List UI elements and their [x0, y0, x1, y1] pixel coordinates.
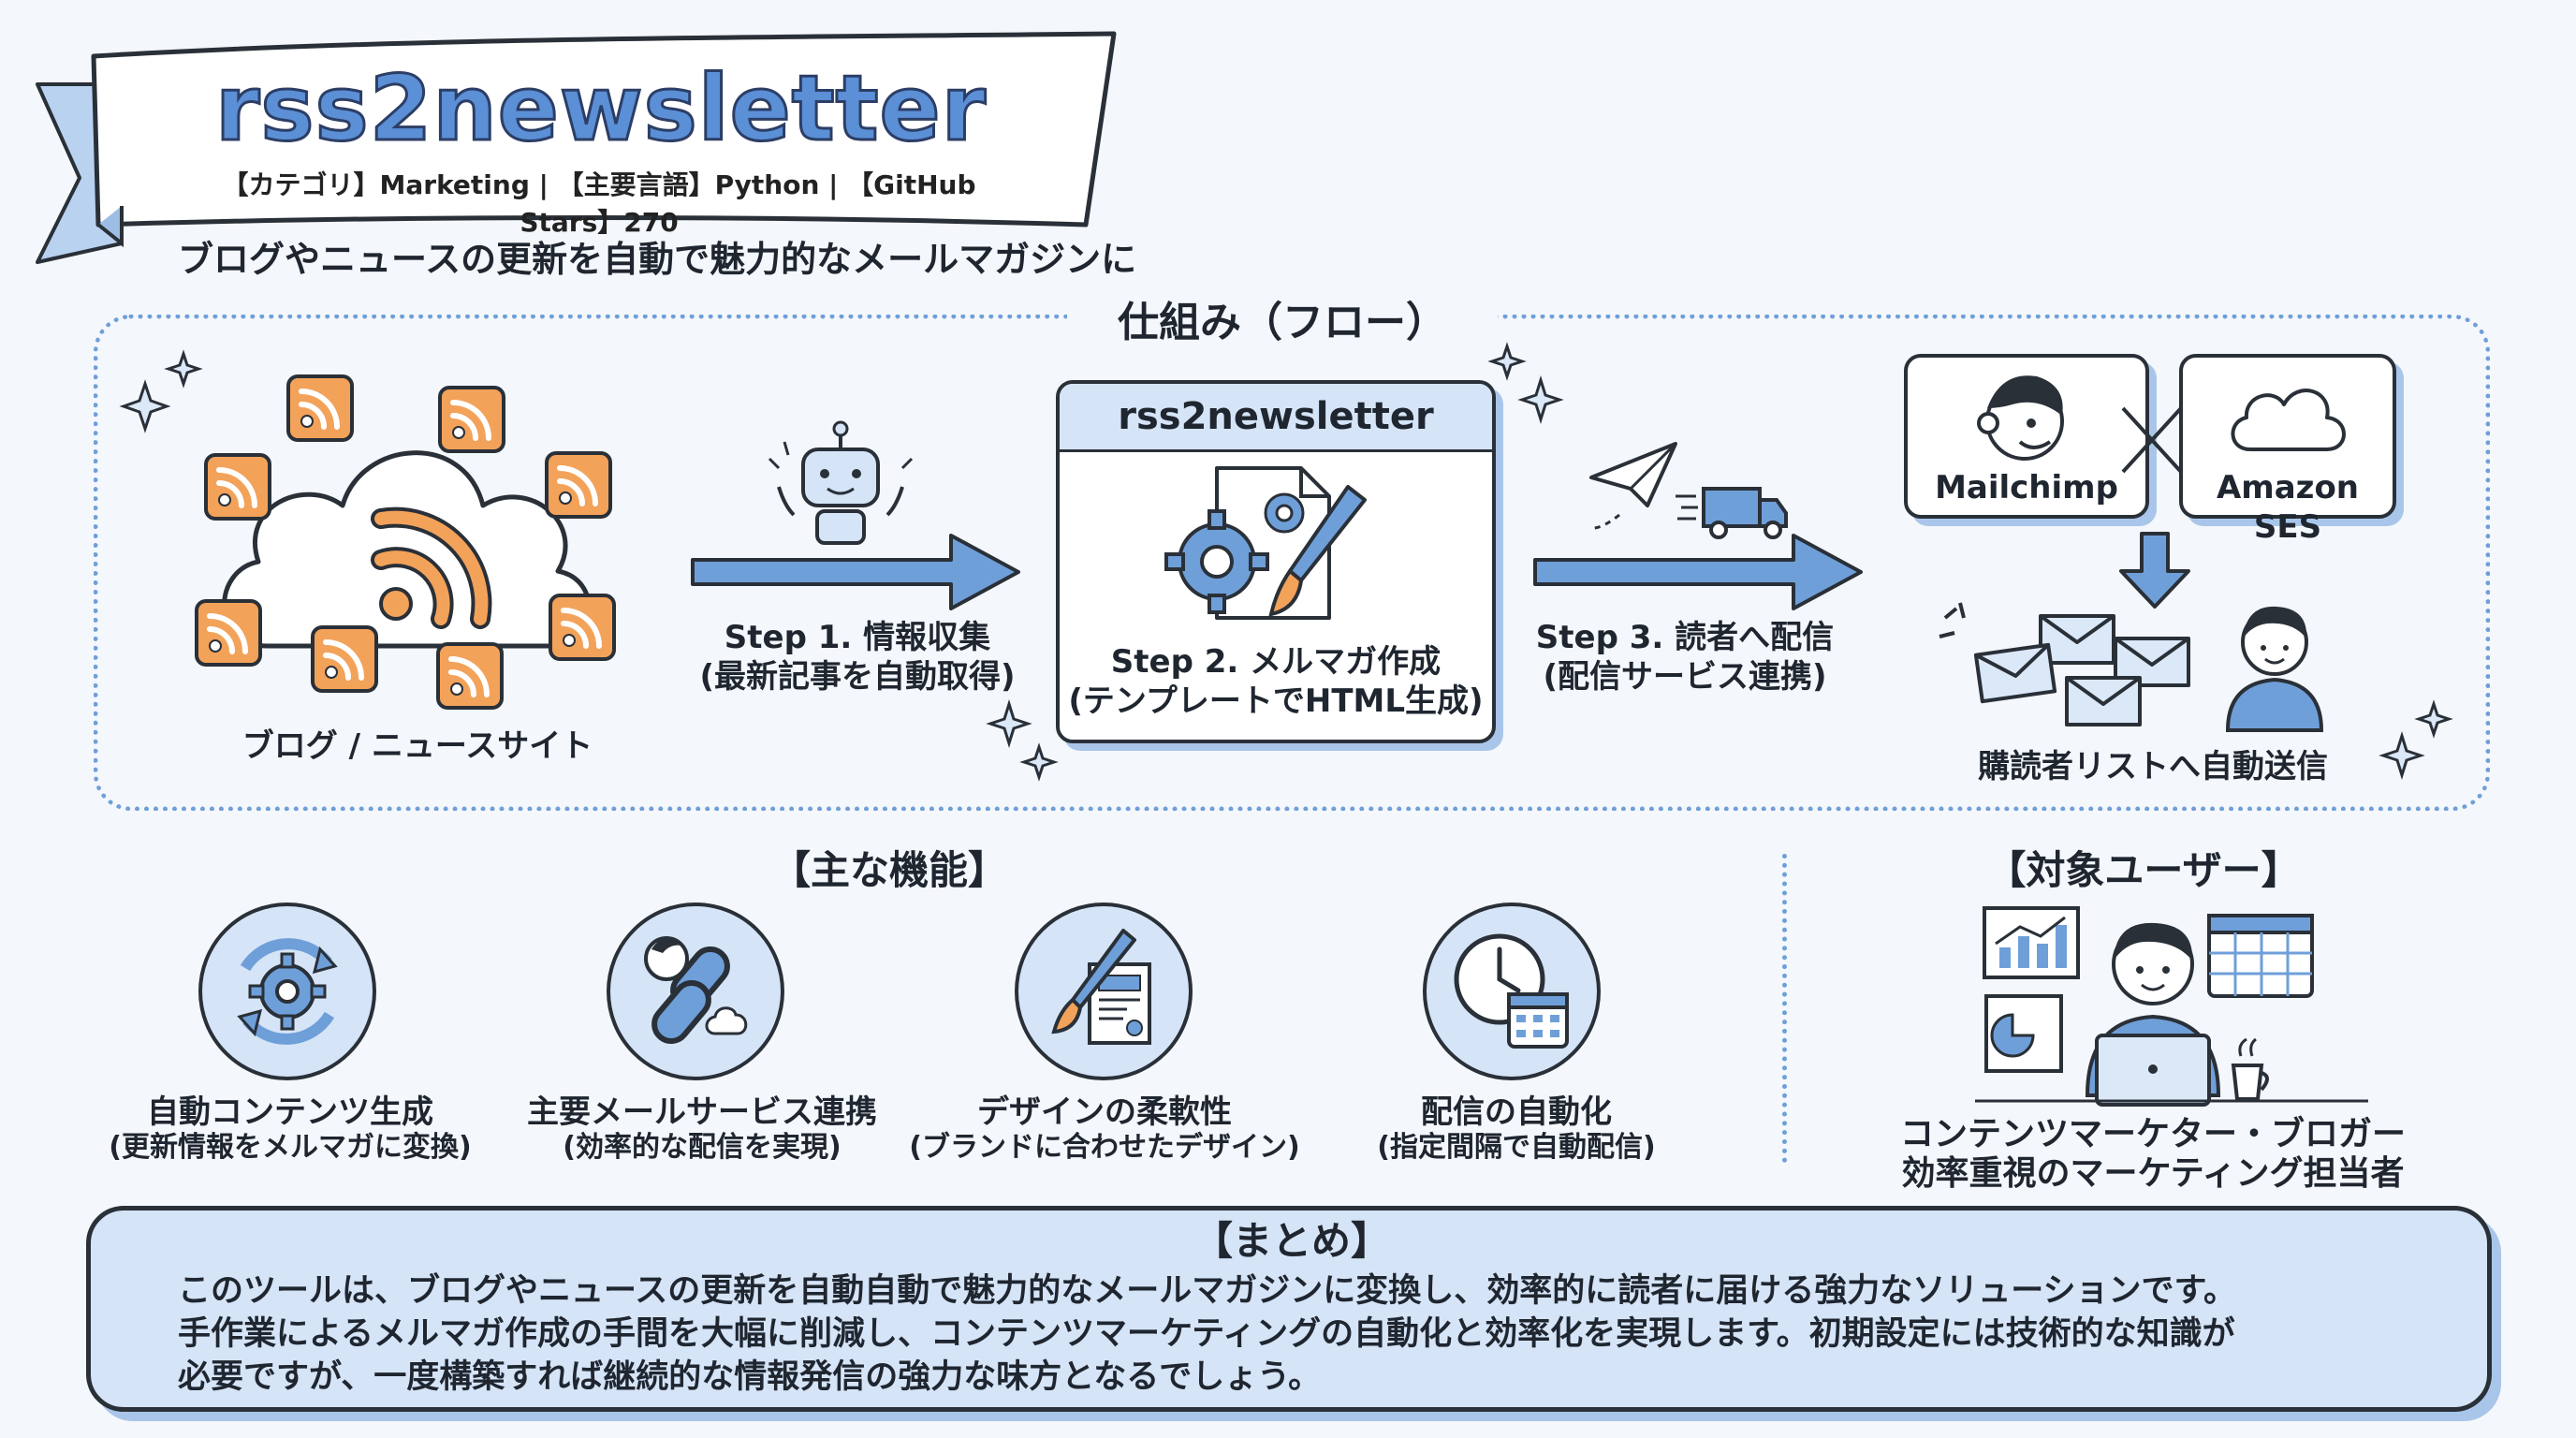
rss-icon	[371, 506, 492, 629]
clock-icon	[1454, 933, 1569, 1049]
card-title: rss2newsletter	[1060, 384, 1492, 452]
rss-tiles	[159, 356, 646, 730]
rss-icon	[550, 595, 614, 659]
feature-automation	[1423, 902, 1601, 1080]
sparkle-icon	[1487, 342, 1564, 425]
chain-link-icon	[644, 936, 748, 1045]
rss-icon	[206, 455, 270, 519]
rss-icon	[438, 644, 502, 708]
sparkle-icon	[119, 349, 203, 433]
envelope-icon	[1939, 602, 2190, 726]
summary-title: 【まとめ】	[1193, 1218, 1390, 1264]
flow-title: 仕組み（フロー）	[1067, 288, 1498, 348]
summary-line: このツールは、ブログやニュースの更新を自動自動で魅力的なメールマガジンに変換し、…	[178, 1272, 2237, 1310]
source-label: ブログ / ニュースサイト	[242, 727, 593, 765]
cross-connector	[2121, 406, 2183, 474]
robot-icon	[768, 420, 914, 545]
summary-line: 手作業によるメルマガ作成の手間を大幅に削減し、コンテンツマーケティングの自動化と…	[178, 1315, 2235, 1353]
amazon-ses-card	[2179, 354, 2396, 519]
feature-title: 主要メールサービス連携	[527, 1093, 877, 1131]
feature-title: 配信の自動化	[1421, 1093, 1612, 1131]
target-line1: コンテンツマーケター・ブロガー	[1899, 1115, 2406, 1153]
target-line2: 効率重視のマーケティング担当者	[1901, 1154, 2405, 1193]
feature-sub: (効率的な配信を実現)	[563, 1131, 842, 1164]
arrow-step3	[1533, 534, 1863, 610]
sparkle-icon	[2378, 699, 2453, 781]
cloud-icon	[2231, 389, 2346, 451]
repo-meta: 【カテゴリ】Marketing | 【主要言語】Python | 【GitHub…	[222, 169, 976, 238]
mailchimp-icon	[1977, 375, 2064, 461]
cloud-icon	[222, 450, 592, 649]
chart-icon	[1983, 906, 2080, 979]
tagline: ブログやニュースの更新を自動で魅力的なメールマガジンに	[178, 239, 1137, 280]
service-mailchimp: Mailchimp	[1935, 469, 2118, 506]
feature-title: デザインの柔軟性	[977, 1093, 1232, 1131]
person-icon	[2225, 606, 2324, 732]
page-title: rss2newsletter	[214, 55, 988, 163]
summary-box	[86, 1206, 2492, 1412]
coffee-icon	[2231, 1037, 2269, 1101]
rss-icon	[547, 453, 610, 517]
summary-line: 必要ですが、一度構築すれば継続的な情報発信の強力な味方となるでしょう。	[178, 1358, 1322, 1396]
step1-label: Step 1. 情報収集 (最新記事を自動取得)	[699, 619, 1016, 696]
paintbrush-icon	[1268, 485, 1367, 617]
target-user-illustration	[1975, 906, 2368, 1107]
sparkle-icon	[986, 698, 1059, 782]
features-title: 【主な機能】	[770, 847, 1007, 893]
gear-icon	[237, 938, 338, 1045]
feature-title: 自動コンテンツ生成	[147, 1093, 433, 1131]
rss-icon	[440, 388, 504, 451]
dest-label: 購読者リストへ自動送信	[1978, 748, 2328, 785]
feature-sub: (指定間隔で自動配信)	[1377, 1131, 1656, 1164]
paper-plane-icon	[1588, 442, 1788, 539]
calendar-icon	[2207, 914, 2314, 998]
feature-sub: (ブランドに合わせたデザイン)	[909, 1131, 1300, 1164]
section-divider	[1782, 854, 1787, 1163]
target-title: 【対象ユーザー】	[1986, 847, 2301, 893]
laptop-icon	[2095, 1034, 2211, 1107]
arrow-step1	[691, 534, 1020, 610]
feature-auto-content	[198, 902, 376, 1080]
truck-icon	[1676, 487, 1788, 539]
feature-sub: (更新情報をメルマガに変換)	[109, 1131, 472, 1164]
rss-icon	[313, 627, 376, 691]
step2-label: Step 2. メルマガ作成 (テンプレートでHTML生成)	[1068, 643, 1484, 720]
title-banner	[36, 31, 1117, 264]
rss2newsletter-card: rss2newsletter	[1056, 380, 1496, 743]
arrow-down	[2119, 532, 2190, 609]
paintbrush-icon	[1051, 929, 1151, 1045]
rss-icon	[288, 376, 352, 440]
service-amazon-ses: Amazon SES	[2216, 469, 2360, 546]
gear-icon	[1164, 466, 1367, 620]
rss-icon	[197, 601, 260, 665]
step3-label: Step 3. 読者へ配信 (配信サービス連携)	[1535, 619, 1835, 696]
calendar-icon	[1507, 992, 1569, 1049]
